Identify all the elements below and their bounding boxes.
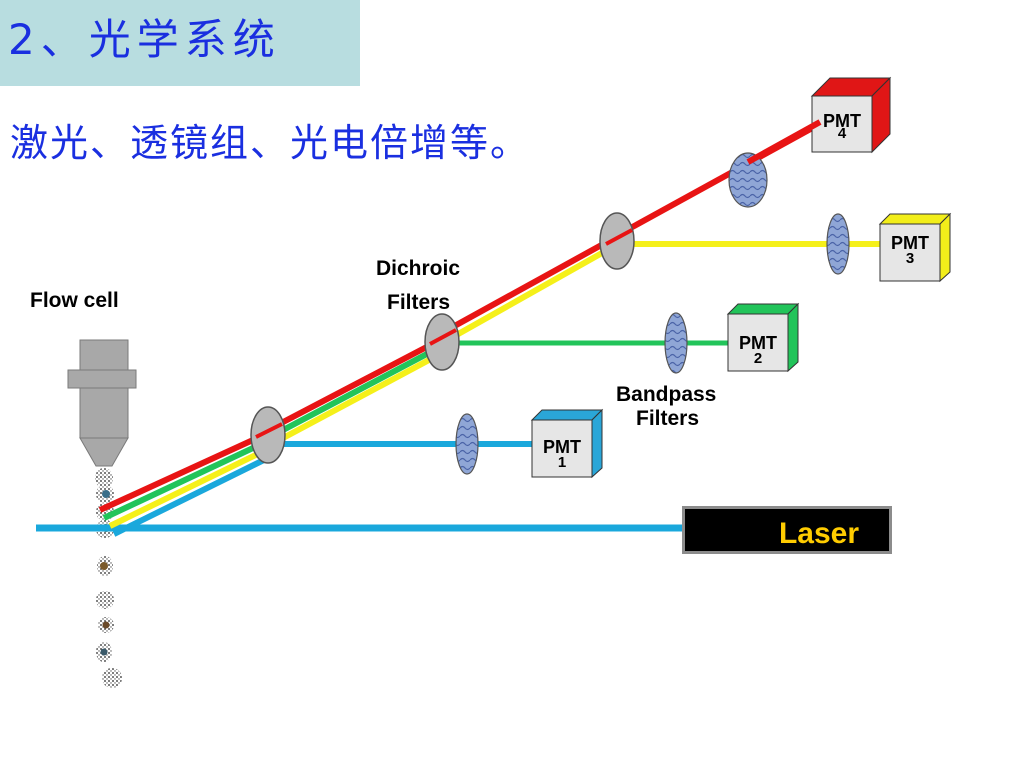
bandpass-filter-2 <box>664 312 688 374</box>
slide-subtitle: 激光、透镜组、光电倍增等。 <box>10 121 531 165</box>
pmt-3-label: PMT 3 <box>880 234 940 266</box>
bandpass-label-line2: Filters <box>636 407 700 430</box>
laser-source: Laser <box>682 506 892 554</box>
pmt-4-name: PMT <box>823 111 861 131</box>
pmt-1-number: 1 <box>557 454 567 471</box>
pmt-4-label: PMT 4 <box>812 111 872 142</box>
dichroic-filter-2 <box>424 313 460 371</box>
dichroic-filter-1 <box>250 406 286 464</box>
pmt-3-box <box>878 212 952 283</box>
dichroic-label-line1: Dichroic <box>376 257 461 280</box>
bandpass-filter-4 <box>728 152 768 208</box>
flow-cell-label: Flow cell <box>30 289 119 312</box>
pmt-3-number: 3 <box>905 250 915 267</box>
bandpass-filter-3 <box>826 213 850 275</box>
pmt-2-number: 2 <box>753 350 763 367</box>
red-beam-to-pmt4 <box>746 119 822 165</box>
pmt-3-name: PMT <box>891 233 929 253</box>
pmt-1-label: PMT 1 <box>532 438 592 470</box>
pmt-2-box <box>726 302 800 373</box>
slide-title: 2、光学系统 <box>8 15 281 64</box>
pmt-1-box <box>530 408 604 479</box>
pmt-4-number: 4 <box>837 125 847 142</box>
pmt-2-label: PMT 2 <box>728 334 788 366</box>
dichroic-filter-3 <box>599 212 635 270</box>
bandpass-label-line1: Bandpass <box>616 383 717 406</box>
bandpass-filter-1 <box>455 413 479 475</box>
flow-cell-nozzle <box>67 339 137 467</box>
pmt-1-name: PMT <box>543 437 581 457</box>
title-box <box>0 0 360 86</box>
pmt-2-name: PMT <box>739 333 777 353</box>
laser-label: Laser <box>778 517 859 550</box>
pmt-4-box <box>810 76 892 154</box>
dichroic-label-line2: Filters <box>387 291 451 314</box>
